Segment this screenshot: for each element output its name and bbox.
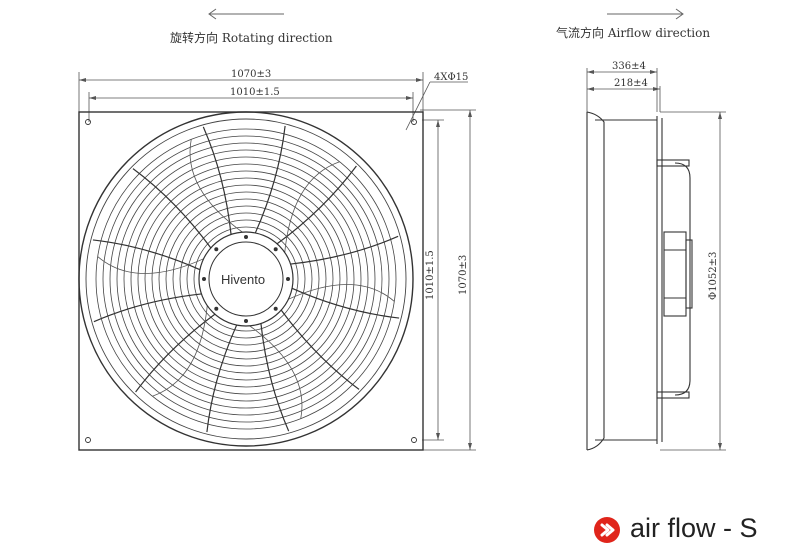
- guard-spoke: [290, 235, 399, 265]
- guard-spoke: [280, 309, 360, 390]
- fan-blades: [97, 139, 395, 419]
- guard-spoke: [206, 324, 238, 433]
- hub-bolt: [286, 277, 290, 281]
- guard-ring: [179, 212, 313, 346]
- fan-blade: [189, 139, 246, 235]
- guard-ring: [158, 191, 334, 367]
- venturi-ring-outer: [78, 111, 414, 447]
- hub-bolt: [273, 247, 278, 252]
- guard-spoke: [135, 313, 216, 393]
- guard-ring: [186, 219, 306, 339]
- arrow-circle-icon: [594, 517, 620, 543]
- brand-logo: Hivento: [221, 272, 265, 287]
- dim-width-overall: 1070±3: [231, 69, 271, 80]
- guard-spoke: [291, 287, 400, 319]
- guard-ring: [130, 163, 362, 395]
- guard-ring: [193, 226, 299, 332]
- guard-spoke: [254, 125, 286, 234]
- hub-bolts: [202, 235, 290, 323]
- hub-bolt: [244, 319, 248, 323]
- airflow-direction-arrow: [607, 8, 684, 20]
- dim-width-mount: 1010±1.5: [230, 87, 280, 98]
- guard-ring: [116, 149, 376, 409]
- guard-ring: [144, 177, 348, 381]
- rotating-direction-caption: 旋转方向 Rotating direction: [170, 30, 333, 45]
- fan-blade: [97, 256, 207, 274]
- dim-diameter: Φ1052±3: [708, 252, 719, 300]
- guard-ring: [123, 156, 369, 402]
- guard-spoke: [202, 126, 232, 235]
- fan-blade: [152, 302, 208, 397]
- dim-holes: 4XΦ15: [434, 72, 468, 83]
- guard-ring: [172, 205, 320, 353]
- dim-height-overall: 1070±3: [458, 255, 469, 295]
- airflow-type-label: air flow - S: [630, 513, 758, 543]
- guard-ring: [137, 170, 355, 388]
- hub-bolt: [214, 306, 219, 311]
- guard-spoke: [260, 323, 290, 432]
- motor-hub-inner: [208, 241, 284, 317]
- hub-bolt: [214, 247, 219, 252]
- dim-depth-overall: 336±4: [612, 61, 646, 72]
- guard-ring: [102, 135, 390, 423]
- mounting-holes: [85, 119, 417, 443]
- fan-blade: [285, 284, 395, 302]
- guard-ring: [109, 142, 383, 416]
- side-profile: [586, 111, 693, 451]
- guard-spoke: [276, 165, 357, 245]
- rotating-direction-arrow: [208, 8, 284, 20]
- guard-ring: [95, 128, 397, 430]
- guard-ring: [151, 184, 341, 374]
- dim-depth-motor: 218±4: [614, 78, 648, 89]
- fan-blade: [284, 161, 340, 256]
- guard-rings: [95, 128, 397, 430]
- fan-blade: [246, 323, 303, 419]
- guard-ring: [165, 198, 327, 360]
- guard-spoke: [132, 168, 212, 249]
- hub-bolt: [244, 235, 248, 239]
- guard-spoke: [93, 293, 202, 323]
- hub-bolt: [202, 277, 206, 281]
- airflow-direction-caption: 气流方向 Airflow direction: [556, 25, 710, 40]
- venturi-ring-inner: [85, 118, 407, 440]
- dim-height-mount: 1010±1.5: [425, 250, 436, 300]
- hub-bolt: [273, 306, 278, 311]
- guard-spoke: [92, 239, 201, 271]
